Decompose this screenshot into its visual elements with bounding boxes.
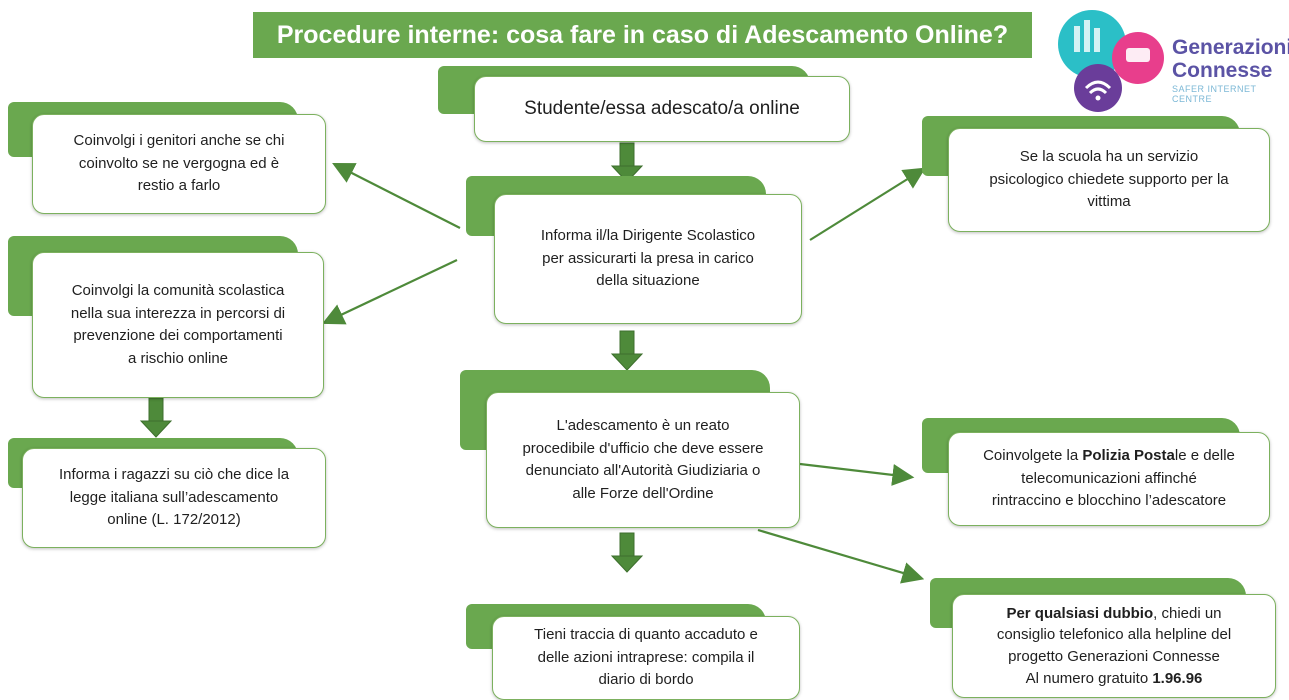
node-law: Informa i ragazzi su ciò che dice la leg… (8, 438, 326, 550)
node-psych-text: Se la scuola ha un servizio psicologico … (989, 148, 1229, 211)
node-parents-text: Coinvolgi i genitori anche se chi coinvo… (73, 132, 285, 195)
arrow-to-psych (809, 167, 926, 241)
arrow-to-police (799, 462, 915, 486)
block-arrow-inform-to-crime (610, 330, 644, 371)
arrow-to-parents (332, 163, 461, 229)
node-community: Coinvolgi la comunità scolastica nella s… (8, 236, 324, 398)
block-arrow-start-to-inform (610, 142, 644, 183)
node-crime: L'adescamento è un reato procedibile d'u… (460, 370, 800, 528)
node-psych: Se la scuola ha un servizio psicologico … (922, 116, 1270, 232)
helpline-number: 1.96.96 (1152, 669, 1203, 687)
helpline-text-bold1: Per qualsiasi dubbio (1006, 604, 1154, 622)
node-inform-head: Informa il/la Dirigente Scolastico per a… (466, 176, 802, 326)
logo-tagline: SAFER INTERNET CENTRE (1172, 84, 1257, 104)
police-text-bold: Polizia Posta (1082, 447, 1175, 465)
arrow-to-community (322, 259, 458, 325)
node-police: Coinvolgete la Polizia Postale e delle t… (922, 418, 1270, 526)
node-diary-text: Tieni traccia di quanto accaduto e delle… (534, 626, 758, 689)
logo-icon (1058, 10, 1164, 112)
node-helpline: Per qualsiasi dubbio, chiedi un consigli… (930, 578, 1276, 700)
node-start-text: Studente/essa adescato/a online (524, 97, 800, 119)
police-text-pre: Coinvolgete la (983, 447, 1083, 465)
arrow-to-helpline (757, 528, 925, 584)
generazioni-connesse-logo: Generazioni Connesse SAFER INTERNET CENT… (1054, 6, 1289, 116)
node-start: Studente/essa adescato/a online (438, 66, 850, 146)
node-helpline-text: Per qualsiasi dubbio, chiedi un consigli… (997, 603, 1231, 690)
node-police-text: Coinvolgete la Polizia Postale e delle t… (983, 445, 1235, 513)
police-text-post: le e delle telecomunicazioni affinché ri… (991, 447, 1235, 510)
node-community-text: Coinvolgi la comunità scolastica nella s… (70, 282, 286, 367)
block-arrow-crime-to-diary (610, 532, 644, 573)
node-crime-text: L'adescamento è un reato procedibile d'u… (522, 417, 764, 502)
node-diary: Tieni traccia di quanto accaduto e delle… (466, 604, 800, 700)
node-law-text: Informa i ragazzi su ciò che dice la leg… (58, 466, 290, 529)
helpline-text-body: , chiedi un consiglio telefonico alla he… (996, 604, 1232, 687)
page-title: Procedure interne: cosa fare in caso di … (253, 12, 1032, 58)
node-parents: Coinvolgi i genitori anche se chi coinvo… (8, 102, 326, 214)
logo-text-line1: Generazioni (1172, 36, 1289, 59)
node-inform-head-text: Informa il/la Dirigente Scolastico per a… (540, 227, 756, 290)
block-arrow-community-to-law (139, 397, 173, 438)
logo-text-line2: Connesse (1172, 59, 1273, 82)
